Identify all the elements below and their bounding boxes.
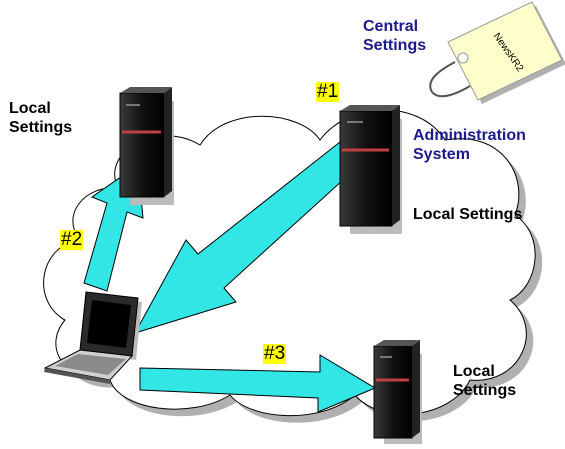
price-tag-icon: NewsKR2	[429, 1, 565, 104]
administration-line2: System	[413, 146, 470, 163]
step-1-badge: #1	[316, 81, 340, 102]
arrow-step-3	[139, 354, 377, 413]
laptop-icon	[43, 291, 142, 384]
central-settings-line2: Settings	[363, 37, 427, 54]
local-settings-bottom-line1: Local	[453, 363, 495, 380]
server-icon	[119, 92, 165, 198]
administration-line1: Administration	[413, 127, 526, 144]
server-icon	[373, 345, 413, 439]
server-administration	[339, 105, 402, 234]
server-local-left	[119, 87, 174, 205]
step-2-badge: #2	[60, 229, 84, 250]
central-settings-label: Central Settings	[363, 17, 426, 55]
step-3-badge: #3	[263, 343, 287, 364]
local-settings-left-line1: Local	[9, 100, 51, 117]
local-settings-left-label: Local Settings	[9, 99, 72, 137]
server-local-bottom	[373, 340, 422, 444]
central-settings-line1: Central	[363, 18, 419, 35]
local-settings-bottom-line2: Settings	[453, 382, 517, 399]
local-settings-bottom-label: Local Settings	[453, 362, 516, 400]
local-settings-left-line2: Settings	[9, 119, 73, 136]
administration-system-label: Administration System	[413, 126, 526, 164]
server-icon	[339, 110, 393, 227]
local-settings-admin-label: Local Settings	[413, 206, 523, 223]
tag-body	[447, 1, 563, 101]
